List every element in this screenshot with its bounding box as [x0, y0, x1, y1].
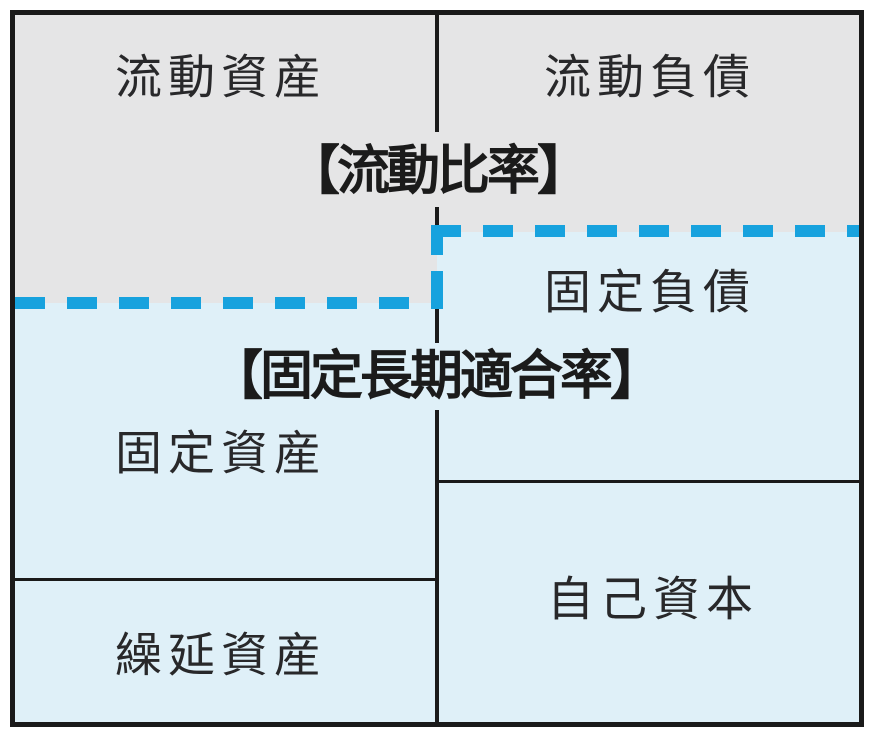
fixed-liabilities-equity-divider [437, 480, 859, 483]
fixed-long-term-conformity-ratio-label: 【固定長期適合率】 [210, 346, 663, 406]
current-liabilities-label: 流動負債 [544, 52, 756, 105]
fixed-assets-deferred-assets-divider [15, 578, 437, 581]
current-assets-region-bg [15, 15, 437, 303]
equity-label: 自己資本 [547, 574, 759, 627]
dashed-boundary-vertical-segment [431, 225, 443, 309]
balance-sheet-diagram: 流動資産 流動負債 【流動比率】 固定負債 【固定長期適合率】 固定資産 自己資… [10, 10, 864, 727]
fixed-assets-label: 固定資産 [115, 428, 327, 481]
center-divider-segment-top [435, 15, 439, 132]
center-divider-segment-lower-mid [435, 307, 439, 343]
current-assets-label: 流動資産 [115, 52, 327, 105]
center-divider-segment-bottom [435, 410, 439, 722]
current-liabilities-region-bg [437, 15, 859, 232]
current-ratio-label: 【流動比率】 [287, 141, 590, 201]
deferred-assets-label: 繰延資産 [115, 630, 327, 683]
fixed-liabilities-label: 固定負債 [544, 267, 756, 320]
dashed-boundary-left-segment [15, 297, 443, 309]
dashed-boundary-right-segment [431, 225, 859, 237]
center-divider-segment-upper-mid [435, 207, 439, 227]
